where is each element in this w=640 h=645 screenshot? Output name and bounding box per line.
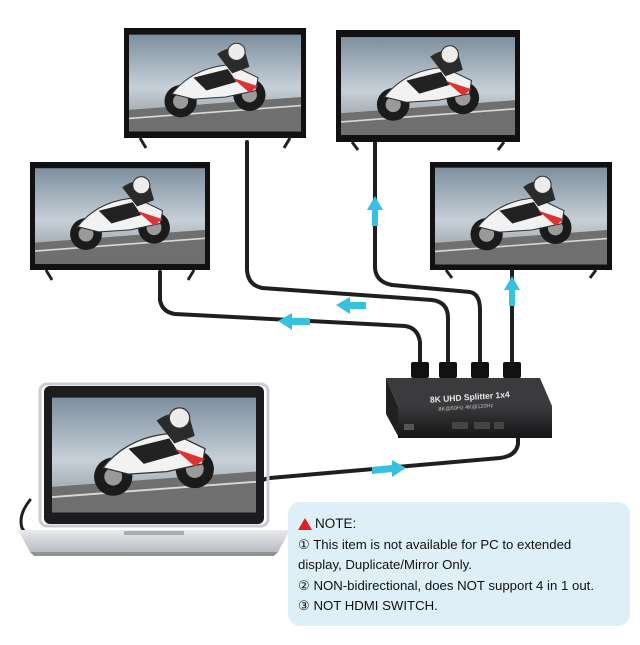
splitter-device: 8K UHD Splitter 1x4 8K@60Hz 4K@120Hz — [386, 378, 552, 438]
flow-arrow-icon — [336, 297, 366, 314]
note-line-1: ① This item is not available for PC to e… — [298, 535, 620, 556]
flow-arrow-icon — [367, 196, 383, 226]
flow-arrow-icon — [372, 460, 406, 477]
note-title-row: NOTE: — [298, 514, 620, 535]
tv-top-left — [124, 28, 306, 148]
note-line-4: ③ NOT HDMI SWITCH. — [298, 596, 620, 617]
laptop — [18, 384, 290, 556]
warning-triangle-icon — [298, 518, 312, 530]
tv-middle-left — [30, 162, 210, 280]
tv-middle-right — [430, 162, 612, 278]
note-panel: NOTE: ① This item is not available for P… — [288, 502, 630, 626]
flow-arrow-icon — [278, 313, 310, 330]
note-line-2: display, Duplicate/Mirror Only. — [298, 555, 620, 576]
tv-top-right — [336, 30, 520, 150]
note-title: NOTE: — [315, 514, 356, 535]
flow-arrow-icon — [504, 276, 520, 306]
note-line-3: ② NON-bidirectional, does NOT support 4 … — [298, 576, 620, 597]
